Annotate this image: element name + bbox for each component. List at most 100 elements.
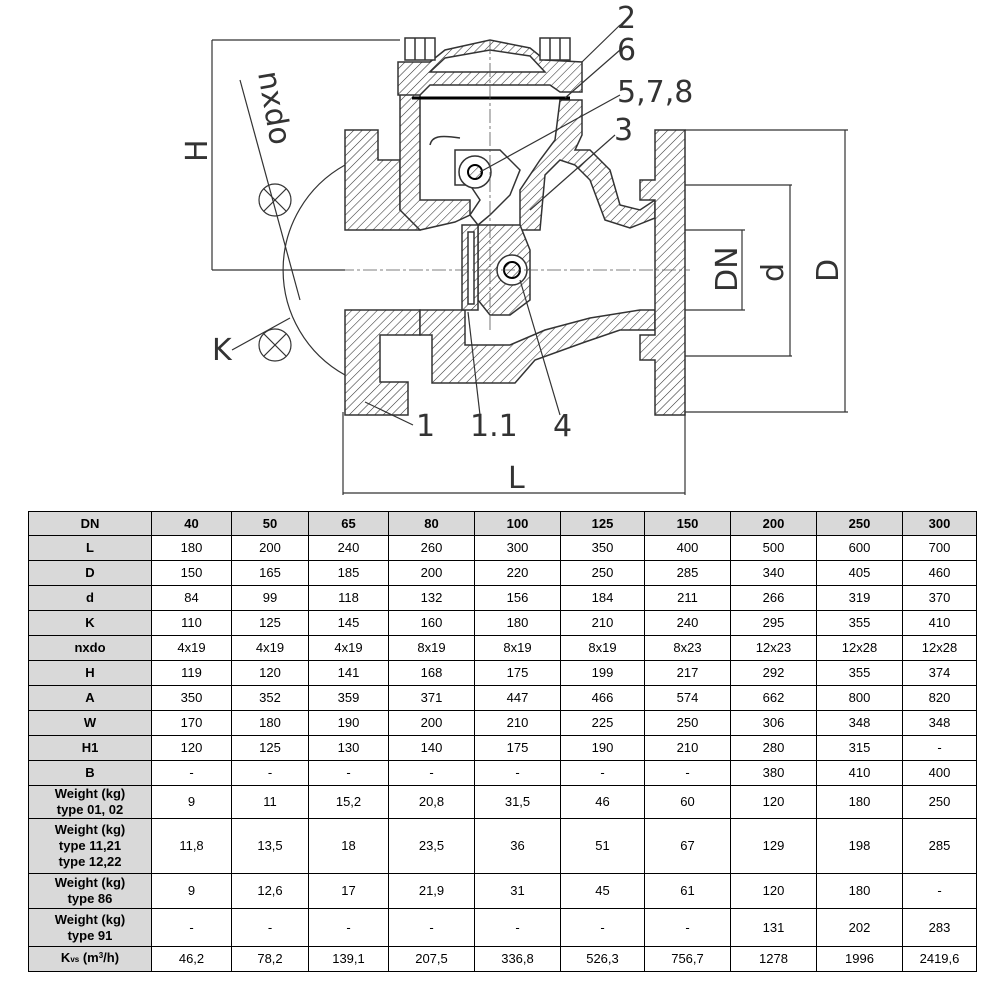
table-cell: 8x19 (560, 635, 645, 661)
table-cell: 250 (902, 785, 977, 819)
table-cell: 350 (151, 685, 232, 711)
row-label-cell: A (28, 685, 152, 711)
table-cell: 217 (644, 660, 731, 686)
label-part-4: 4 (553, 409, 572, 444)
table-cell: - (902, 735, 977, 761)
table-cell: 405 (816, 560, 903, 586)
table-cell: - (151, 908, 232, 947)
table-cell: 13,5 (231, 818, 309, 874)
table-cell: 319 (816, 585, 903, 611)
table-cell: 119 (151, 660, 232, 686)
table-cell: 125 (231, 735, 309, 761)
header-dn-cell: 40 (151, 511, 232, 536)
table-cell: 120 (730, 873, 817, 909)
table-cell: 500 (730, 535, 817, 561)
kvs-label-main: K (60, 950, 71, 965)
row-label-line: type 11,21 (58, 838, 122, 853)
table-cell: 1996 (816, 946, 903, 972)
table-cell: 374 (902, 660, 977, 686)
label-part-1-1: 1.1 (470, 409, 518, 444)
table-cell: 756,7 (644, 946, 731, 972)
label-part-1: 1 (416, 409, 435, 444)
row-label-cell: K (28, 610, 152, 636)
table-cell: 11 (231, 785, 309, 819)
kvs-label-sub: vs (70, 955, 80, 964)
table-cell: 348 (816, 710, 903, 736)
header-dn-cell: 200 (730, 511, 817, 536)
table-cell: - (231, 760, 309, 786)
table-cell: 410 (902, 610, 977, 636)
table-cell: 466 (560, 685, 645, 711)
label-dim-DN: DN (710, 246, 745, 292)
table-cell: 12x28 (902, 635, 977, 661)
label-dim-L: L (508, 461, 525, 496)
header-dn-cell: 80 (388, 511, 475, 536)
table-cell: 18 (308, 818, 389, 874)
kvs-unit-sup: 3 (98, 951, 104, 960)
header-dn-cell: 100 (474, 511, 561, 536)
table-cell: 31 (474, 873, 561, 909)
right-flange (639, 129, 686, 416)
table-cell: 400 (902, 760, 977, 786)
table-cell: 17 (308, 873, 389, 909)
table-cell: 355 (816, 610, 903, 636)
table-cell: 84 (151, 585, 232, 611)
table-cell: 175 (474, 735, 561, 761)
table-cell: 168 (388, 660, 475, 686)
row-label-cell: H1 (28, 735, 152, 761)
label-dim-K: K (212, 333, 233, 368)
row-label-cell: B (28, 760, 152, 786)
table-cell: 20,8 (388, 785, 475, 819)
table-cell: 662 (730, 685, 817, 711)
table-cell: 23,5 (388, 818, 475, 874)
row-label-line: H1 (81, 740, 99, 755)
row-label-cell: L (28, 535, 152, 561)
table-cell: 800 (816, 685, 903, 711)
kvs-label-cell: Kvs (m3/h) (28, 946, 152, 972)
table-cell: 125 (231, 610, 309, 636)
table-cell: 185 (308, 560, 389, 586)
row-label-line: H (85, 665, 95, 680)
table-cell: 202 (816, 908, 903, 947)
row-label-line: Weight (kg) (54, 786, 126, 801)
table-cell: 11,8 (151, 818, 232, 874)
table-cell: 140 (388, 735, 475, 761)
row-label-line: A (85, 690, 95, 705)
table-cell: 295 (730, 610, 817, 636)
table-cell: 292 (730, 660, 817, 686)
table-cell: 156 (474, 585, 561, 611)
table-cell: 4x19 (151, 635, 232, 661)
table-cell: 371 (388, 685, 475, 711)
bolt-left (404, 37, 436, 61)
table-cell: 8x23 (644, 635, 731, 661)
row-label-line: K (85, 615, 95, 630)
table-cell: 370 (902, 585, 977, 611)
row-label-line: D (85, 565, 95, 580)
table-cell: 700 (902, 535, 977, 561)
table-cell: 99 (231, 585, 309, 611)
table-cell: 4x19 (308, 635, 389, 661)
table-cell: 131 (730, 908, 817, 947)
row-label-line: type 12,22 (58, 854, 122, 869)
table-cell: 210 (474, 710, 561, 736)
table-cell: 306 (730, 710, 817, 736)
table-cell: 315 (816, 735, 903, 761)
table-cell: 526,3 (560, 946, 645, 972)
body-bottom (419, 309, 656, 384)
row-label-line: type 86 (67, 891, 113, 906)
table-cell: 300 (474, 535, 561, 561)
row-label-cell: D (28, 560, 152, 586)
table-cell: 118 (308, 585, 389, 611)
table-cell: 46 (560, 785, 645, 819)
